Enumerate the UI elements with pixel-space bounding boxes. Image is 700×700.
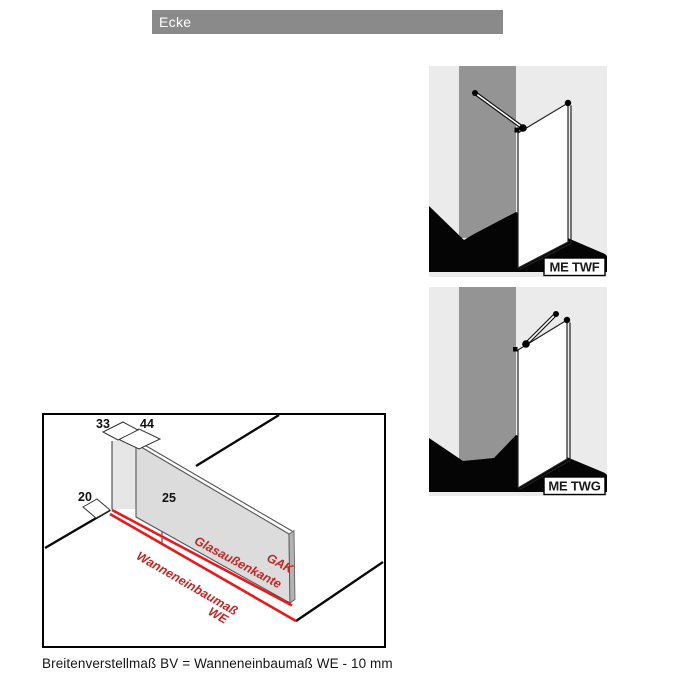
brace-top-anchor	[553, 311, 559, 317]
wall-stripe	[459, 66, 516, 238]
tray-install-line	[109, 512, 297, 623]
dim-25-label: 25	[162, 491, 176, 505]
model-label-box	[543, 476, 606, 496]
section-header: Ecke	[152, 10, 503, 34]
glass-side-face	[288, 529, 296, 604]
glass-top-profile-line	[135, 439, 293, 532]
dim-44-label: 44	[140, 417, 154, 431]
brace-wall-anchor	[472, 90, 478, 96]
me-twf-scene: ME TWF	[429, 66, 607, 277]
glass-panel	[517, 318, 568, 490]
brace-glass-fitting	[522, 340, 530, 348]
model-label: ME TWG	[548, 479, 600, 494]
wall-bracket	[514, 127, 520, 133]
glass-outer-edge-line	[111, 508, 293, 607]
dimension-drawing-scene: 33 44 20 25 Glasaußenkante GAK Wannenein…	[42, 413, 386, 648]
section-header-title: Ecke	[159, 14, 192, 30]
tray-front-right-edge	[295, 561, 384, 622]
illustration-me-twf: ME TWF	[429, 66, 607, 277]
wall-profile-face	[112, 441, 136, 509]
formula-caption: Breitenverstellmaß BV = Wanneneinbaumaß …	[42, 656, 393, 671]
glass-bottom-edge-line	[519, 242, 572, 271]
illustration-me-twg: ME TWG	[429, 287, 607, 496]
dimension-drawing: 33 44 20 25 Glasaußenkante GAK Wannenein…	[42, 413, 386, 648]
dim-33-label: 33	[96, 417, 110, 431]
wall-support-brace-core	[474, 92, 524, 129]
glass-panel	[517, 101, 569, 269]
tray-back-edge	[195, 413, 280, 468]
dim-20-label: 20	[78, 490, 92, 504]
corner-fitting	[564, 99, 572, 107]
wall-stripe	[459, 287, 516, 461]
dim-33-box	[101, 421, 140, 441]
corner-fitting	[563, 316, 571, 324]
model-label-box	[543, 257, 606, 277]
me-twg-scene: ME TWG	[429, 287, 607, 496]
glass-bottom-edge-line	[519, 459, 571, 491]
model-label: ME TWF	[549, 260, 599, 275]
angle-support-brace-core	[525, 313, 557, 345]
wall-bracket	[513, 347, 518, 352]
dim-20-box	[82, 498, 111, 519]
brace-glass-fitting	[519, 124, 527, 132]
